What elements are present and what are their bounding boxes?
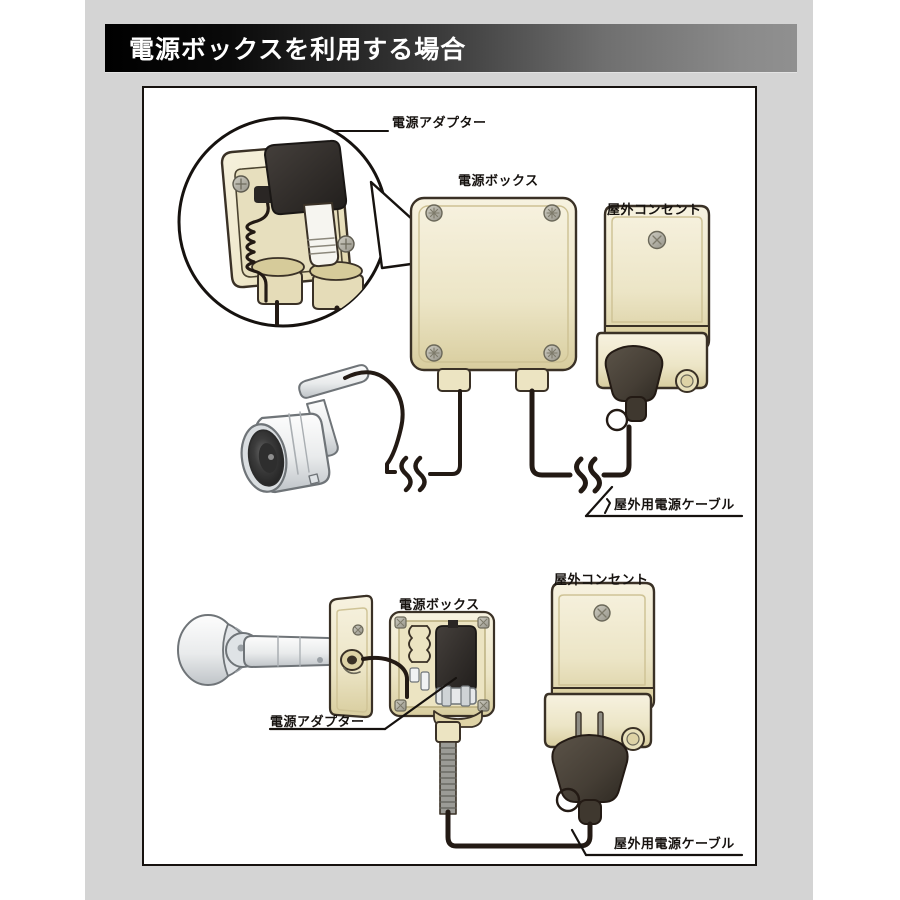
label-outdoor-power-cable-top: 屋外用電源ケーブル bbox=[614, 497, 735, 512]
label-outdoor-power-cable-bottom: 屋外用電源ケーブル bbox=[614, 836, 735, 851]
label-power-box-top: 電源ボックス bbox=[458, 173, 539, 188]
label-outdoor-outlet-top: 屋外コンセント bbox=[607, 202, 702, 217]
section-header-bar: 電源ボックスを利用する場合 bbox=[105, 24, 797, 72]
label-outdoor-outlet-bottom: 屋外コンセント bbox=[554, 572, 649, 587]
label-power-adapter-top: 電源アダプター bbox=[392, 115, 487, 130]
page-title: 電源ボックスを利用する場合 bbox=[129, 36, 467, 64]
label-power-box-bottom: 電源ボックス bbox=[399, 597, 480, 612]
label-power-adapter-bottom: 電源アダプター bbox=[270, 714, 365, 729]
